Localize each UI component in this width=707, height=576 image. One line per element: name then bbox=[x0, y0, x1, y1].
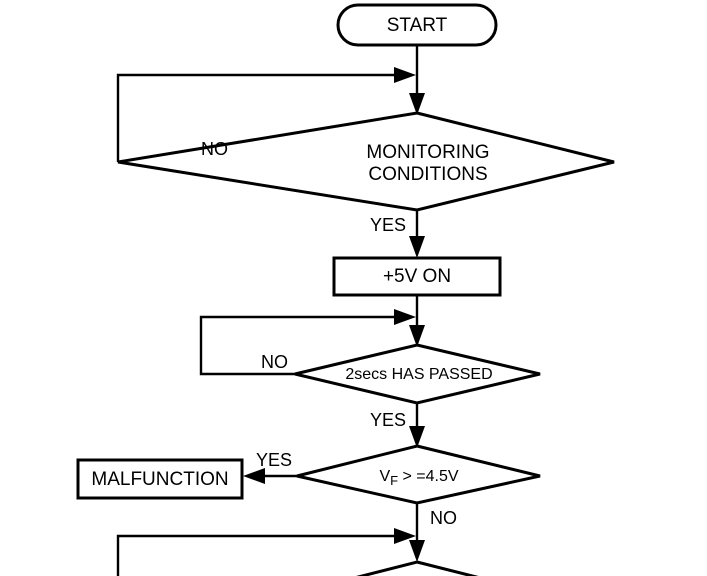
node-vf-threshold-label: VF > =4.5V bbox=[379, 468, 458, 488]
node-start[interactable]: START bbox=[336, 3, 498, 47]
node-monitoring-label-line2: CONDITIONS bbox=[368, 164, 487, 185]
node-five-volt-on[interactable]: +5V ON bbox=[332, 256, 502, 297]
edge-label-two-secs-yes: YES bbox=[370, 410, 406, 430]
edge-label-monitoring-no: NO bbox=[201, 139, 228, 159]
node-vf-threshold-label-sub: F bbox=[390, 473, 398, 488]
node-malfunction[interactable]: MALFUNCTION bbox=[76, 458, 244, 500]
edge-start-to-monitoring bbox=[409, 45, 425, 115]
node-monitoring-label-line1: MONITORING bbox=[366, 142, 489, 163]
node-start-label: START bbox=[387, 15, 448, 36]
node-vf-threshold[interactable]: VF > =4.5V bbox=[296, 444, 541, 505]
edge-label-vf-yes: YES bbox=[256, 450, 292, 470]
edge-monitoring-yes-to-5v bbox=[409, 210, 425, 258]
node-vf-threshold-label-rest: > =4.5V bbox=[398, 468, 459, 485]
node-vf-threshold-label-main: V bbox=[379, 468, 390, 485]
edge-5v-to-twosecs bbox=[409, 295, 425, 347]
node-five-volt-on-label: +5V ON bbox=[383, 266, 451, 287]
edge-bottom-loop-in bbox=[116, 528, 416, 576]
node-monitoring-conditions[interactable]: MONITORING CONDITIONS bbox=[117, 111, 615, 212]
edge-twosecs-no-loop bbox=[199, 309, 416, 376]
edge-monitoring-no-loop bbox=[116, 67, 416, 162]
edge-label-two-secs-no: NO bbox=[261, 352, 288, 372]
edge-vf-no-down bbox=[409, 503, 425, 562]
node-malfunction-label: MALFUNCTION bbox=[91, 469, 228, 490]
edge-label-monitoring-yes: YES bbox=[370, 215, 406, 235]
node-next-decision-partial[interactable] bbox=[315, 560, 520, 576]
node-two-secs-passed-label: 2secs HAS PASSED bbox=[345, 366, 492, 383]
edge-label-vf-no: NO bbox=[430, 508, 457, 528]
node-two-secs-passed[interactable]: 2secs HAS PASSED bbox=[294, 343, 541, 405]
edge-twosecs-yes-to-vf bbox=[409, 403, 425, 448]
edge-vf-yes-to-malfunction bbox=[243, 468, 297, 484]
